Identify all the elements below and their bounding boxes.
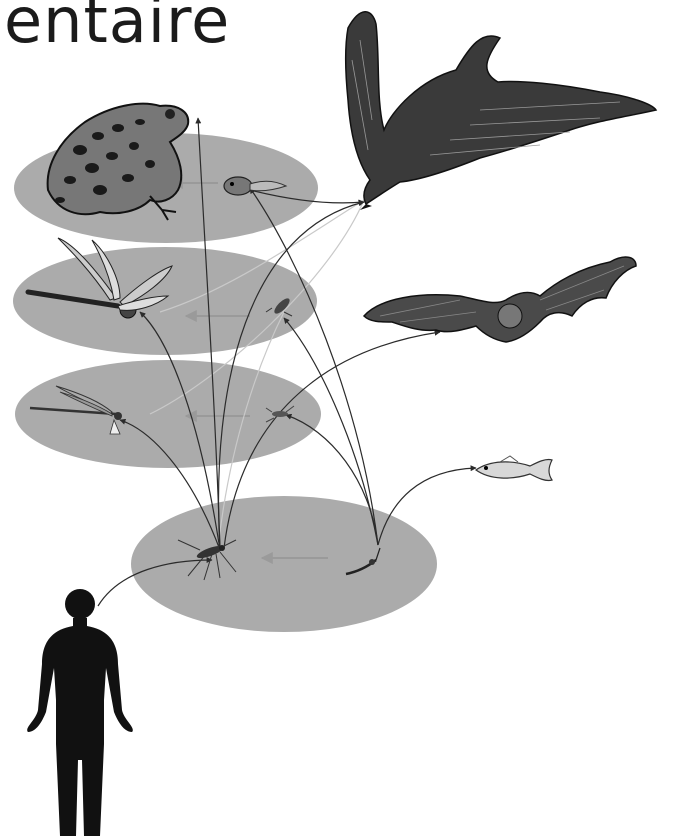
human-silhouette-icon	[27, 589, 133, 836]
swallow-icon	[346, 12, 656, 210]
larva-to-tadpole-link	[250, 188, 378, 545]
bat-icon	[364, 257, 636, 342]
mosquito-stage-ellipse	[131, 496, 437, 632]
fish-icon	[476, 456, 552, 481]
